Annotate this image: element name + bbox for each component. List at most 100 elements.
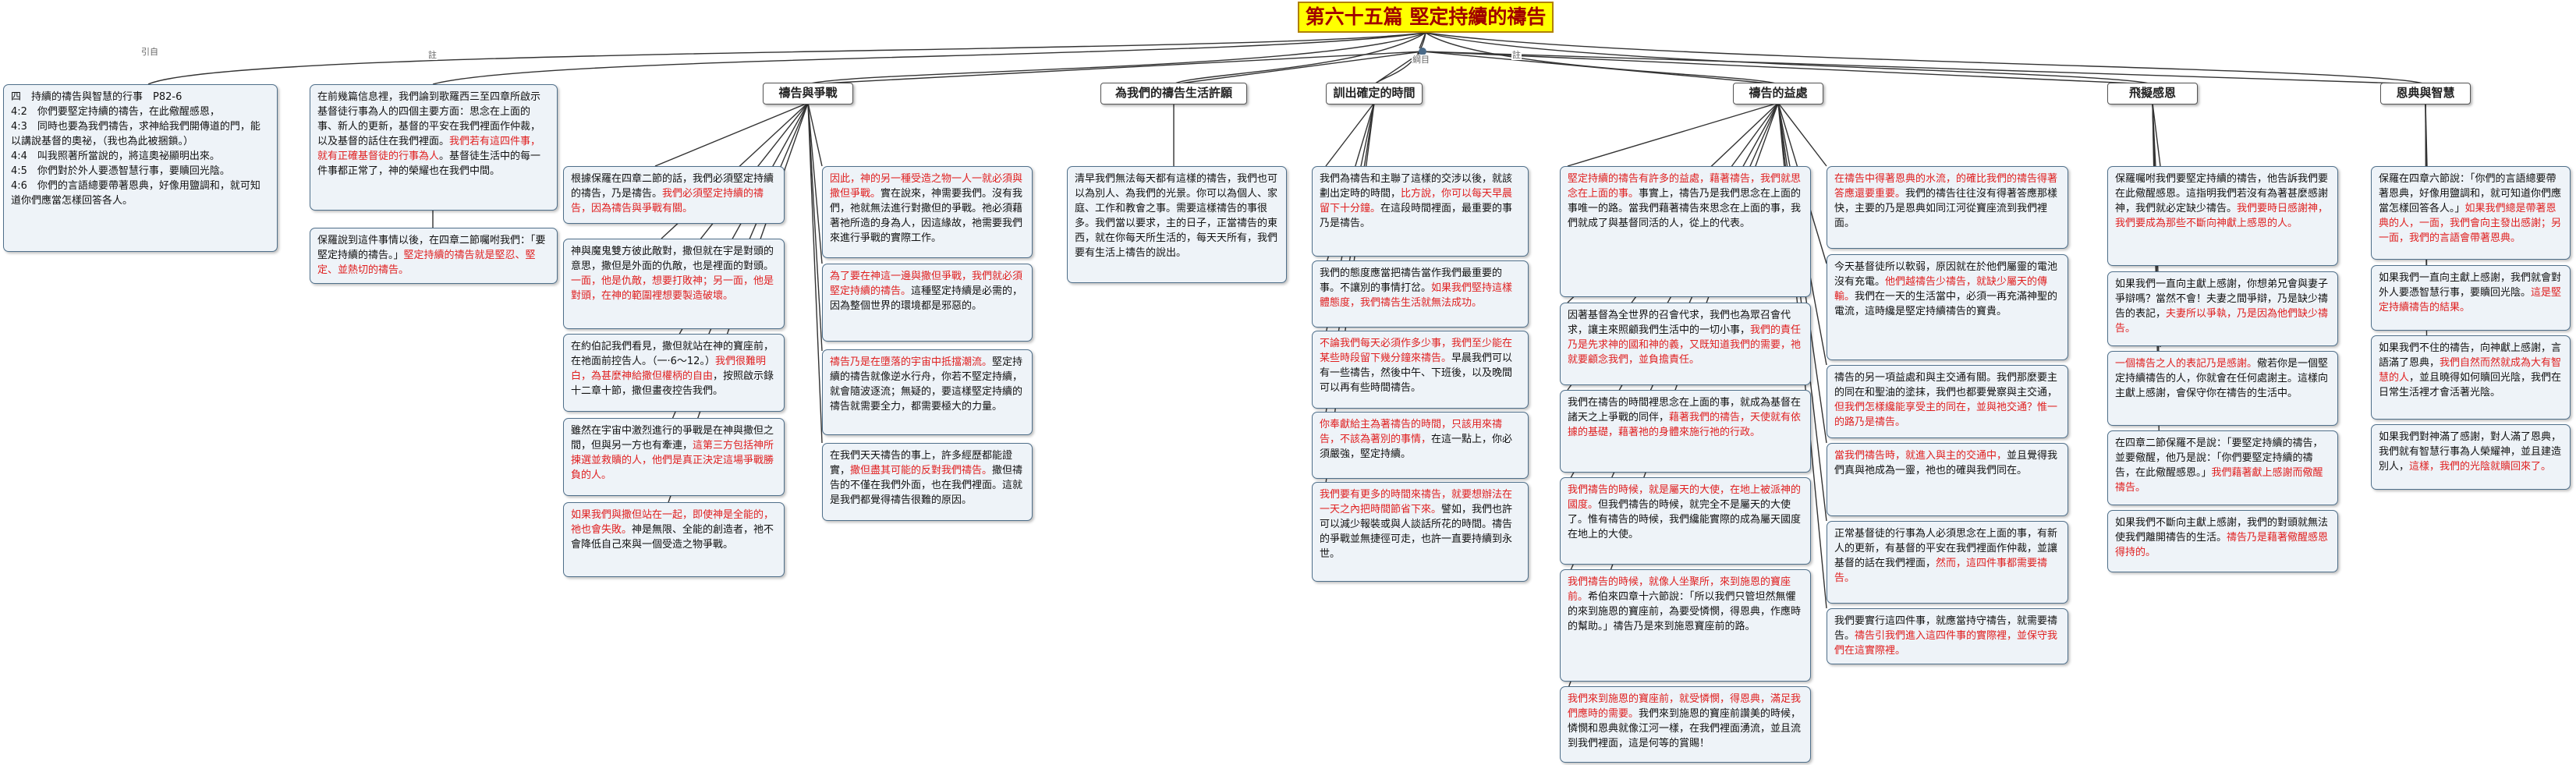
warfare-node-8[interactable]: 為了要在神這一邊與撒但爭戰，我們就必須堅定持續的禱告。這種堅定持續是必需的，因為… xyxy=(822,264,1033,342)
benefit-node-6[interactable]: 我們來到施恩的寶座前，就受憐憫，得恩典，滿足我們應時的需要。我們來到施恩的寶座前… xyxy=(1560,686,1811,763)
f1-text-0: 堅定持續的禱告有許多的益處，藉著禱告，我們就思念在上面的事。 xyxy=(1568,173,1802,200)
b6-text-1: 神是無限、全能的創造者，祂不會降低自己來與一個受造之物爭戰。 xyxy=(571,524,774,551)
b4-text-0: 在約伯記我們看見，撒但就站在神的寶座前，在祂面前控告人。（一·6～12。） xyxy=(571,341,774,367)
e1-text-1: 比方說，你可以每天早晨留下十分鐘。 xyxy=(1320,188,1513,214)
warfare-node-1[interactable]: 根據保羅在四章二節的話，我們必須堅定持續的禱告，乃是禱告。我們必須堅定持續的禱告… xyxy=(563,166,785,224)
warfare-node-4[interactable]: 在約伯記我們看見，撒但就站在神的寶座前，在祂面前控告人。（一·6～12。）我們很… xyxy=(563,334,785,412)
benefit-node-5[interactable]: 我們禱告的時候，就像人坐聚所，來到施恩的寶座前。希伯來四章十六節說：「所以我們只… xyxy=(1560,569,1811,682)
c1-text-0: 因此，神的另一種受造之物一人一就必須與撒但爭戰。 xyxy=(830,173,1023,200)
benefit-node-11[interactable]: 正常基督徒的行事為人必須思念在上面的事，有新人的更新，有基督的平安在我們裡面作仲… xyxy=(1827,521,2068,604)
f4-text-0: 我們禱告的時候，就是屬天的大使，在地上被派神的國度。 xyxy=(1568,484,1802,511)
b2-text-1: 堅定持續的禱告就是堅忍、堅定、並熱切的禱告。 xyxy=(317,250,536,276)
benefit-node-1[interactable]: 堅定持續的禱告有許多的益處，藉著禱告，我們就思念在上面的事。事實上，禱告乃是我們… xyxy=(1560,166,1811,297)
benefit-node-8[interactable]: 今天基督徒所以軟弱，原因就在於他們屬靈的電池沒有充電。他們越禱告少禱告，就缺少屬… xyxy=(1827,254,2068,360)
benefit-node-7[interactable]: 在禱告中得著恩典的水流，的確比我們的禱告得著答應還要重要。我們的禱告往往沒有得著… xyxy=(1827,166,2068,249)
e5-text-0: 我們要有更多的時間來禱告，就要想辦法在一天之內把時間節省下來。 xyxy=(1320,489,1513,515)
grace-node-2[interactable]: 如果我們一直向主獻上感謝，我們就會對外人要憑智慧行事，要贖回光陰。這是堅定持續禱… xyxy=(2371,265,2571,331)
g6-text-0: 我們要實行這四件事，就應當持守禱告，就需要禱告。 xyxy=(1834,615,2058,642)
f5-text-0: 我們禱告的時候，就像人坐聚所，來到施恩的寶座前。 xyxy=(1568,576,1791,603)
warfare-node-7[interactable]: 因此，神的另一種受造之物一人一就必須與撒但爭戰。實在說來，神需要我們。沒有我們，… xyxy=(822,166,1033,258)
e4-text-0: 你奉獻給主為著禱告的時間，只該用來禱告，不該為著別的事情， xyxy=(1320,419,1503,445)
h5-text-1: 禱告乃是藉著儆醒感恩得持的。 xyxy=(2115,532,2329,558)
thanks-node-2[interactable]: 如果我們一直向主獻上感謝，你想弟兄會與妻子爭辯嗎？當然不會！夫妻之間爭辯，乃是缺… xyxy=(2107,271,2338,346)
h3-text-1: 儆若你是一個堅定持續禱告的人，你就會在任何處謝主。這樣向主獻上感謝，會保守你在禱… xyxy=(2115,358,2329,399)
e1-text-0: 我們為禱告和主聯了這樣的交涉以後，就該劃出定時的時間， xyxy=(1320,173,1513,200)
g4-text-0: 當我們禱告時，就進入與主的交通中， xyxy=(1834,450,2007,462)
edge-label-outline: 綱目 xyxy=(1412,55,1430,65)
category-prayer-and-warfare[interactable]: 禱告與爭戰 xyxy=(763,83,853,104)
warfare-node-2[interactable]: 保羅說到這件事情以後，在四章二節囑咐我們：「要堅定持續的禱告。」堅定持續的禱告就… xyxy=(310,228,558,284)
e4-text-1: 在這一點上，你必須嚴強，堅定持續。 xyxy=(1320,434,1513,460)
b3-text-1: 一面，他是仇敵，想要打敗神；另一面，他是對頭，在神的範圍裡想要製造破壞。 xyxy=(571,275,774,302)
b2-text-0: 保羅說到這件事情以後，在四章二節囑咐我們：「要堅定持續的禱告。」 xyxy=(317,235,546,261)
ref-text-0: 四 持續的禱告與智慧的行事 P82-6 xyxy=(11,91,182,103)
category-prayer-life-vow[interactable]: 為我們的禱告生活許願 xyxy=(1100,83,1247,104)
h3-text-0: 一個禱告之人的表記乃是感謝。 xyxy=(2115,358,2258,370)
benefit-node-3[interactable]: 我們在禱告的時間裡思念在上面的事，就成為基督在諸天之上爭戰的同伴，藉著我們的禱告… xyxy=(1560,390,1811,473)
i3-text-1: 我們自然而然就成為大有智慧的人 xyxy=(2379,357,2562,384)
thanks-node-3[interactable]: 一個禱告之人的表記乃是感謝。儆若你是一個堅定持續禱告的人，你就會在任何處謝主。這… xyxy=(2107,351,2338,426)
d1-text-0: 清早我們無法每天都有這樣的禱告，我們也可以為別人、為我們的光景。你可以為個人、家… xyxy=(1075,173,1278,259)
edge-label-note-right: 註 xyxy=(1511,50,1522,60)
i4-text-0: 如果我們對神滿了感謝，對人滿了恩典，我們就有智慧行事為人榮耀神，並且建造別人， xyxy=(2379,431,2562,473)
h4-text-0: 在四章二節保羅不是說：「要堅定持續的禱告，並要儆醒，他乃是說：「你們要堅定持續的… xyxy=(2115,437,2323,479)
thanks-node-4[interactable]: 在四章二節保羅不是說：「要堅定持續的禱告，並要儆醒，他乃是說：「你們要堅定持續的… xyxy=(2107,430,2338,505)
warfare-node-6[interactable]: 如果我們與撒但站在一起，即使神是全能的，祂也會失敗。神是無限、全能的創造者，祂不… xyxy=(563,502,785,577)
g5-text-1: 然而，這四件事都需要禱告。 xyxy=(1834,558,2048,584)
f1-text-1: 事實上，禱告乃是我們思念在上面的事唯一的路。當我們藉著禱告來思念在上面的事，我們… xyxy=(1568,188,1802,229)
e3-text-1: 早晨我們可以有一些禱告，然後中午、下班後，以及晚間可以再有些時間禱告。 xyxy=(1320,352,1513,394)
set-time-node-1[interactable]: 我們為禱告和主聯了這樣的交涉以後，就該劃出定時的時間，比方說，你可以每天早晨留下… xyxy=(1312,166,1529,257)
f6-text-0: 我們來到施恩的寶座前，就受憐憫，得恩典，滿足我們應時的需要。 xyxy=(1568,693,1802,720)
h1-text-0: 保羅囑咐我們要堅定持續的禱告，他告訴我們要在此儆醒感恩。這指明我們若沒有為著甚麼… xyxy=(2115,173,2329,214)
f2-text-1: 我們的責任乃是先求神的國和神的義，又既知道我們的需要，祂就要顧念我們，並負擔責任… xyxy=(1568,324,1802,366)
c4-text-0: 在我們天天禱告的事上，許多經歷都能證實， xyxy=(830,450,1013,476)
branch-hub xyxy=(1419,48,1426,55)
intro-text-2: 。基督徒生活中的每一件事都正常了，神的榮耀也在我們中間。 xyxy=(317,151,541,177)
vow-node-1[interactable]: 清早我們無法每天都有這樣的禱告，我們也可以為別人、為我們的光景。你可以為個人、家… xyxy=(1067,166,1287,283)
intro-note-node[interactable]: 在前幾篇信息裡，我們論到歌羅西三至四章所啟示基督徒行事為人的四個主要方面：思念在… xyxy=(310,84,558,211)
g2-text-0: 今天基督徒所以軟弱，原因就在於他們屬靈的電池沒有充電。 xyxy=(1834,261,2058,288)
thanks-node-1[interactable]: 保羅囑咐我們要堅定持續的禱告，他告訴我們要在此儆醒感恩。這指明我們若沒有為著甚麼… xyxy=(2107,166,2338,266)
c2-text-0: 為了要在神這一邊與撒但爭戰，我們就必須堅定持續的禱告。 xyxy=(830,271,1023,297)
ref-text-1: 4:2 你們要堅定持續的禱告，在此儆醒感恩， 4:3 同時也要為我們禱告，求神給… xyxy=(11,106,260,207)
e2-text-0: 我們的態度應當把禱告當作我們最重要的事。不讓別的事情打岔。 xyxy=(1320,267,1503,294)
f2-text-0: 因著基督為全世界的召會代求，我們也為眾召會代求，讓主來照顧我們生活中的一切小事， xyxy=(1568,310,1791,336)
set-time-node-4[interactable]: 你奉獻給主為著禱告的時間，只該用來禱告，不該為著別的事情，在這一點上，你必須嚴強… xyxy=(1312,412,1529,479)
category-grace-and-wisdom[interactable]: 恩典與智慧 xyxy=(2380,83,2471,104)
scripture-reference-node[interactable]: 四 持續的禱告與智慧的行事 P82-6 4:2 你們要堅定持續的禱告，在此儆醒感… xyxy=(3,84,278,252)
b5-text-1: 這第三方包括神所揀選並救贖的人，他們是真正決定這場爭戰勝負的人。 xyxy=(571,440,774,481)
set-time-node-5[interactable]: 我們要有更多的時間來禱告，就要想辦法在一天之內把時間節省下來。譬如，我們也許可以… xyxy=(1312,482,1529,582)
b4-text-1: 我們很難明白，為甚麼神給撒但權柄的自由 xyxy=(571,356,766,382)
c3-text-0: 禱告乃是在墮落的宇宙中抵擋潮流。 xyxy=(830,356,993,368)
g4-text-1: 並且覺得我們真與祂成為一靈，祂也的確與我們同在。 xyxy=(1834,450,2058,476)
grace-node-3[interactable]: 如果我們不住的禱告，向神獻上感謝，言語滿了恩典，我們自然而然就成為大有智慧的人，… xyxy=(2371,335,2571,420)
set-time-node-2[interactable]: 我們的態度應當把禱告當作我們最重要的事。不讓別的事情打岔。如果我們堅持這樣體態度… xyxy=(1312,260,1529,328)
i2-text-1: 這是堅定持續禱告的結果。 xyxy=(2379,287,2562,313)
i1-text-0: 保羅在四章六節說：「你們的言語總要帶著恩典，好像用鹽調和，就可知道你們應當怎樣回… xyxy=(2379,173,2562,214)
grace-node-1[interactable]: 保羅在四章六節說：「你們的言語總要帶著恩典，好像用鹽調和，就可知道你們應當怎樣回… xyxy=(2371,166,2571,260)
h1-text-1: 我們要時日感謝神，我們要成為那些不斷向神獻上感恩的人。 xyxy=(2115,203,2329,229)
b1-text-0: 根據保羅在四章二節的話，我們必須堅定持續的禱告，乃是禱告。 xyxy=(571,173,774,200)
e3-text-0: 不論我們每天必須作多少事，我們至少能在某些時段留下幾分鐘來禱告。 xyxy=(1320,338,1513,364)
benefit-node-12[interactable]: 我們要實行這四件事，就應當持守禱告，就需要禱告。禱告引我們進入這四件事的實際裡，… xyxy=(1827,608,2068,664)
benefit-node-9[interactable]: 禱告的另一項益處和與主交通有關。我們那麼要主的同在和聖油的塗抹，我們也都要覺察與… xyxy=(1827,365,2068,438)
i3-text-0: 如果我們不住的禱告，向神獻上感謝，言語滿了恩典， xyxy=(2379,342,2562,369)
edge-label-ref: 引自 xyxy=(140,47,159,57)
warfare-node-9[interactable]: 禱告乃是在墮落的宇宙中抵擋潮流。堅定持續的禱告就像逆水行舟，你若不堅定持續，就會… xyxy=(822,349,1033,435)
warfare-node-5[interactable]: 雖然在宇宙中激烈進行的爭戰是在神與撒但之間，但與另一方也有牽連，這第三方包括神所… xyxy=(563,418,785,496)
i1-text-1: 如果我們總是帶著恩典的人，一面，我們會向主發出感謝；另一面，我們的言語會帶著恩典… xyxy=(2379,203,2562,244)
set-time-node-3[interactable]: 不論我們每天必須作多少事，我們至少能在某些時段留下幾分鐘來禱告。早晨我們可以有一… xyxy=(1312,331,1529,409)
benefit-node-2[interactable]: 因著基督為全世界的召會代求，我們也為眾召會代求，讓主來照顧我們生活中的一切小事，… xyxy=(1560,303,1811,385)
f3-text-0: 我們在禱告的時間裡思念在上面的事，就成為基督在諸天之上爭戰的同伴， xyxy=(1568,397,1802,423)
benefit-node-4[interactable]: 我們禱告的時候，就是屬天的大使，在地上被派神的國度。但我們禱告的時候，就完全不是… xyxy=(1560,477,1811,565)
g1-text-1: 我們的禱告往往沒有得著答應那樣快，主要的乃是恩典如同江河從寶座流到我們裡面。 xyxy=(1834,188,2058,229)
b5-text-0: 雖然在宇宙中激烈進行的爭戰是在神與撒但之間，但與另一方也有牽連， xyxy=(571,425,774,452)
category-set-time[interactable]: 訓出確定的時間 xyxy=(1326,83,1423,104)
warfare-node-3[interactable]: 神與魔鬼雙方彼此敵對，撒但就在宇是對頭的意思，撒但是外面的仇敵，也是裡面的對頭。… xyxy=(563,239,785,329)
category-thanksgiving[interactable]: 飛擬感恩 xyxy=(2107,83,2198,104)
benefit-node-10[interactable]: 當我們禱告時，就進入與主的交通中，並且覺得我們真與祂成為一靈，祂也的確與我們同在… xyxy=(1827,443,2068,516)
thanks-node-5[interactable]: 如果我們不斷向主獻上感謝，我們的對頭就無法使我們離開禱告的生活。禱告乃是藉著儆醒… xyxy=(2107,510,2338,572)
warfare-node-10[interactable]: 在我們天天禱告的事上，許多經歷都能證實，撒但盡其可能的反對我們禱告。撒但禱告的不… xyxy=(822,443,1033,521)
category-benefits-of-prayer[interactable]: 禱告的益處 xyxy=(1733,83,1823,104)
grace-node-4[interactable]: 如果我們對神滿了感謝，對人滿了恩典，我們就有智慧行事為人榮耀神，並且建造別人，這… xyxy=(2371,424,2571,490)
